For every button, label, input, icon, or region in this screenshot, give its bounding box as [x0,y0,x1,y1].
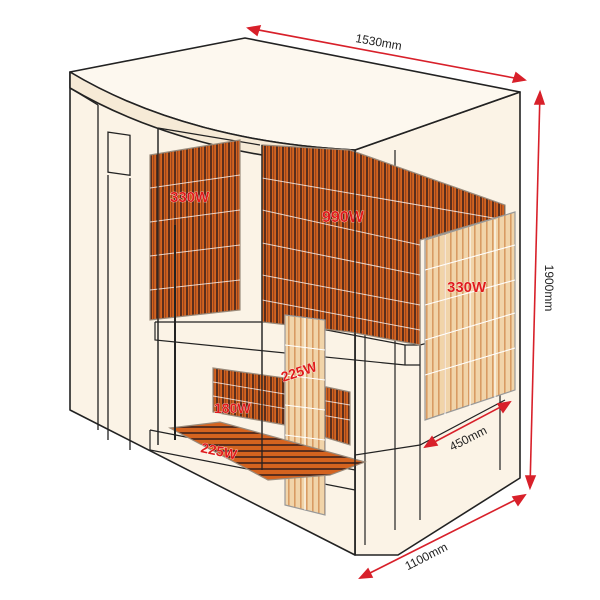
vent-window [107,131,131,177]
height-label: 1900mm [542,265,556,312]
back-wall-wattage: 990W [322,209,365,226]
depth-dimension [358,493,527,579]
heater-calf: 180W [212,367,351,446]
heater-leg-panel: 225W [279,314,326,516]
right-wall-wattage: 330W [447,279,487,296]
front-left-post [69,87,131,450]
left-wall-wattage: 330W [170,189,210,206]
calf-wattage: 180W [214,400,251,416]
door-frame [157,128,356,555]
width-dimension [246,24,527,84]
heater-left-wall: 330W [149,139,241,321]
height-dimension [524,89,546,491]
dimension-lines [246,24,546,579]
bench-depth-dimension [423,400,512,449]
heater-right-wall: 330W [424,211,516,421]
heater-back-wall: 990W [261,144,506,346]
